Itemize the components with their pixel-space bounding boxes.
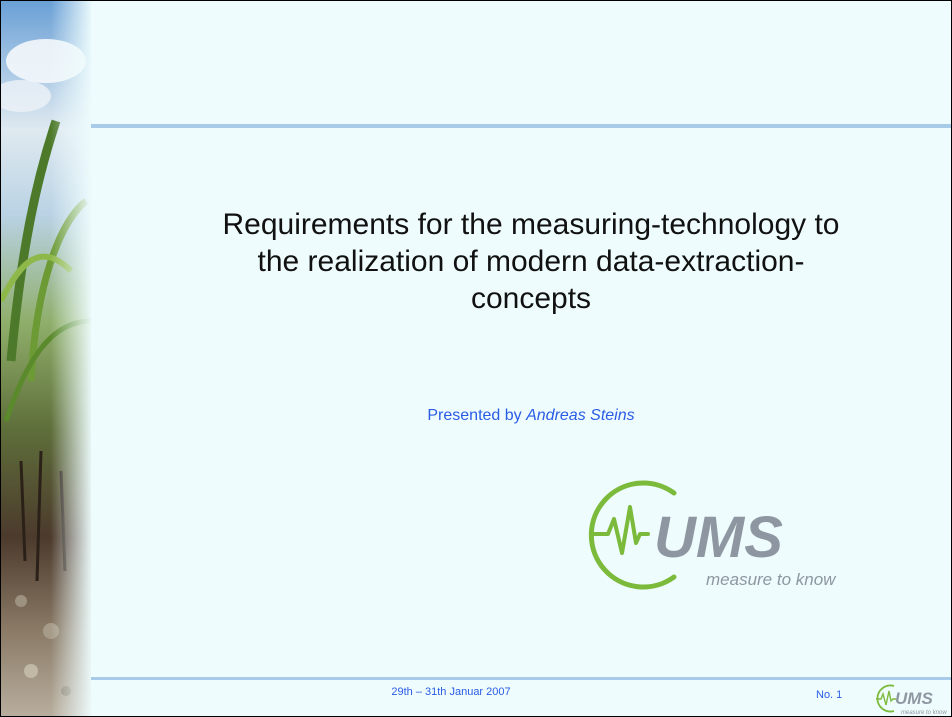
top-divider [91, 124, 951, 128]
ums-logo-tagline: measure to know [706, 570, 837, 589]
presenter-line: Presented by Andreas Steins [131, 407, 931, 425]
page-number: No. 1 [816, 689, 843, 701]
slide-title-line-3: concepts [470, 282, 592, 315]
ums-logo-small: UMS measure to know [876, 684, 947, 716]
slide-title: Requirements for the measuring-technolog… [121, 206, 941, 317]
ums-logo-small-brand: UMS [895, 689, 933, 708]
ums-logo-small-tagline: measure to know [901, 710, 947, 716]
slide-title-line-2: the realization of modern data-extractio… [257, 245, 805, 278]
presenter-name: Andreas Steins [526, 407, 635, 424]
bottom-divider [91, 677, 951, 680]
presenter-prefix: Presented by [427, 407, 527, 424]
ums-logo: UMS measure to know [588, 480, 837, 590]
slide-title-line-1: Requirements for the measuring-technolog… [222, 208, 840, 241]
ums-logo-brand: UMS [654, 505, 783, 570]
footer-date: 29th – 31th Januar 2007 [391, 686, 511, 698]
corn-field-side-image [1, 1, 91, 716]
